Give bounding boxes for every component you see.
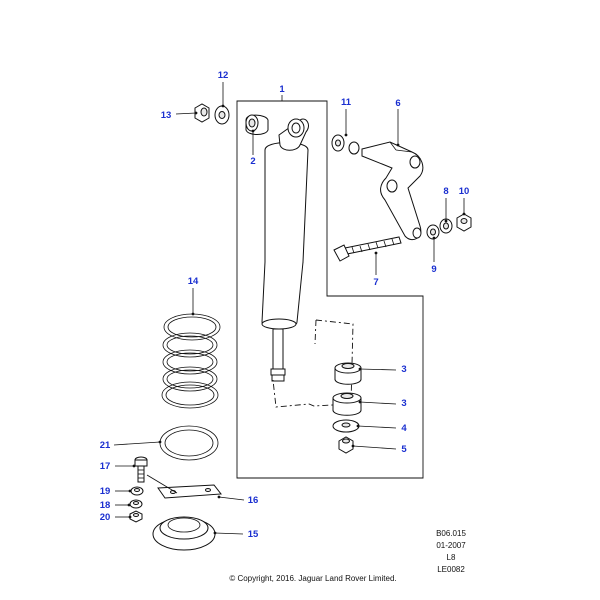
callout-15: 15 <box>248 529 259 540</box>
spring-seat <box>152 516 216 551</box>
bush <box>245 114 269 135</box>
washer-9 <box>426 224 440 240</box>
washer-upper-right <box>331 134 345 152</box>
callout-11: 11 <box>341 97 352 108</box>
callout-2: 2 <box>250 156 255 167</box>
callout-19: 19 <box>100 486 111 497</box>
callout-16: 16 <box>248 495 259 506</box>
callout-7: 7 <box>373 277 378 288</box>
callout-9: 9 <box>431 264 436 275</box>
coil-spring <box>161 313 221 409</box>
callout-10: 10 <box>459 186 470 197</box>
diagram-ref: LE0082 <box>437 565 465 574</box>
diagram-code: B06.015 <box>436 529 466 538</box>
phantom-outline <box>272 319 354 408</box>
nut-19 <box>130 486 144 496</box>
mounting-bracket <box>348 141 424 241</box>
bolt-long <box>333 236 402 262</box>
rubber-buffer-upper <box>334 362 362 385</box>
callout-8: 8 <box>443 186 448 197</box>
leader-lines <box>113 82 466 535</box>
callout-13: 13 <box>161 110 172 121</box>
callout-18: 18 <box>100 500 111 511</box>
callout-20: 20 <box>100 512 111 523</box>
washer-8 <box>439 218 453 234</box>
nut-20 <box>129 510 143 523</box>
callout-12: 12 <box>218 70 229 81</box>
spring-ring <box>159 425 219 461</box>
callout-21: 21 <box>100 440 111 451</box>
callout-6: 6 <box>395 98 400 109</box>
shock-absorber <box>261 118 309 382</box>
assembly-outline <box>236 100 424 479</box>
callout-1: 1 <box>279 84 285 95</box>
nut-10 <box>456 213 472 232</box>
diagram-date: 01-2007 <box>436 541 466 550</box>
callout-3-upper: 3 <box>401 364 406 375</box>
bolt-17 <box>134 456 148 483</box>
callout-4: 4 <box>401 423 407 434</box>
washer-18 <box>129 499 143 509</box>
callout-5: 5 <box>401 444 407 455</box>
nut-lower <box>338 436 354 454</box>
callout-14: 14 <box>188 276 199 287</box>
rubber-buffer-lower <box>332 392 362 416</box>
callout-17: 17 <box>100 461 111 472</box>
nut-13 <box>194 103 210 123</box>
mounting-plate <box>157 484 222 499</box>
callout-3-lower: 3 <box>401 398 406 409</box>
copyright-notice: © Copyright, 2016. Jaguar Land Rover Lim… <box>229 574 396 583</box>
washer-12 <box>214 105 230 125</box>
diagram-model: L8 <box>447 553 456 562</box>
washer-dished <box>332 419 360 433</box>
